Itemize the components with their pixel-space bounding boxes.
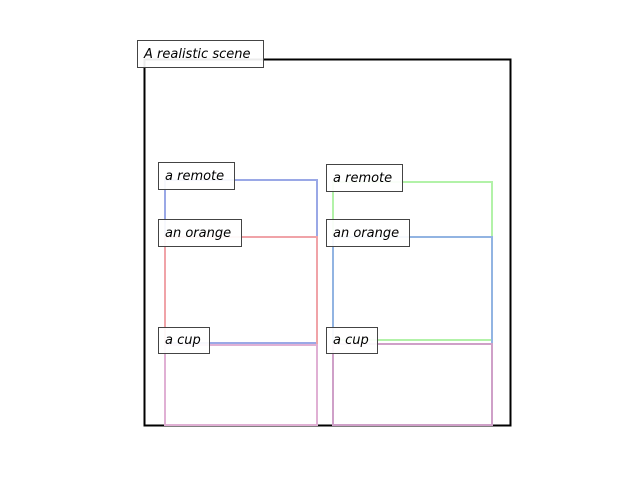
left-orange-label: an orange (158, 219, 242, 247)
right-remote-box (332, 181, 493, 341)
scene-frame (143, 58, 512, 427)
scene-title: A realistic scene (143, 47, 250, 62)
left-cup-box (164, 344, 318, 426)
left-remote-text: a remote (165, 169, 224, 184)
right-orange-label: an orange (326, 219, 410, 247)
right-cup-box (332, 343, 493, 426)
right-cup-text: a cup (333, 333, 369, 348)
left-remote-label: a remote (158, 162, 235, 190)
right-orange-text: an orange (333, 226, 399, 241)
right-cup-label: a cup (326, 327, 378, 354)
right-remote-text: a remote (333, 171, 392, 186)
left-remote-box (164, 179, 318, 344)
left-orange-text: an orange (165, 226, 231, 241)
right-remote-label: a remote (326, 164, 403, 192)
left-cup-text: a cup (165, 333, 201, 348)
left-cup-label: a cup (158, 327, 210, 354)
scene-title-label: A realistic scene (137, 40, 264, 68)
